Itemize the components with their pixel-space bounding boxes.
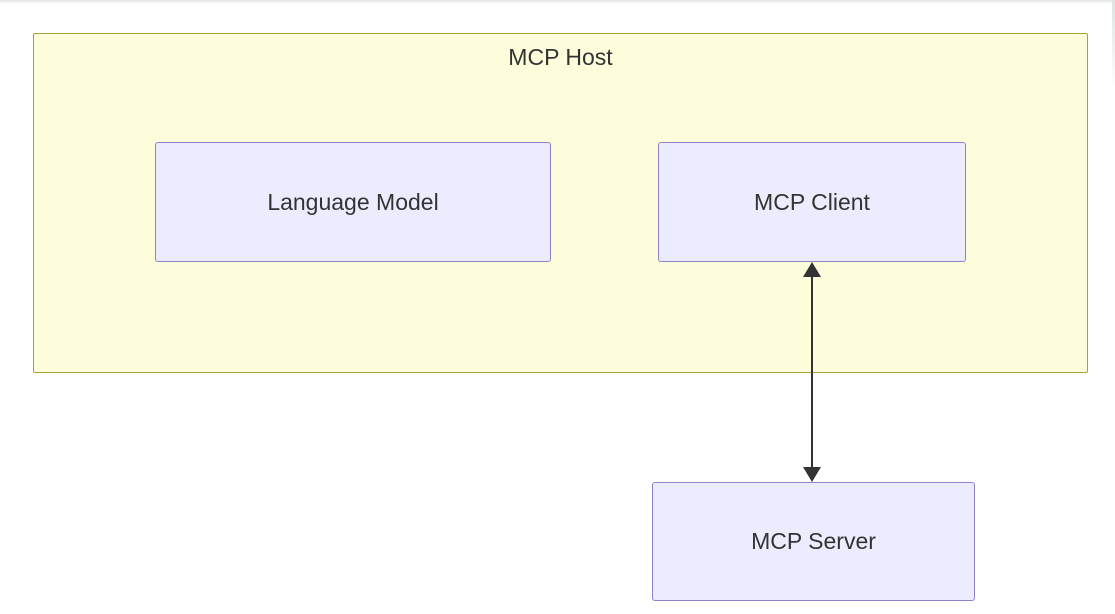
- node-language-model: Language Model: [155, 142, 551, 262]
- node-mcp-server: MCP Server: [652, 482, 975, 601]
- node-mcp-client-label: MCP Client: [754, 188, 870, 215]
- window-top-edge: [0, 0, 1115, 4]
- bidirectional-arrow: [803, 262, 821, 482]
- node-mcp-server-label: MCP Server: [751, 528, 876, 554]
- arrowhead-down-icon: [803, 467, 821, 482]
- window-right-edge: [1112, 0, 1115, 90]
- node-mcp-client: MCP Client: [658, 142, 966, 262]
- node-language-model-label: Language Model: [267, 188, 439, 215]
- mcp-host-label: MCP Host: [508, 44, 613, 70]
- arrowhead-up-icon: [803, 262, 821, 277]
